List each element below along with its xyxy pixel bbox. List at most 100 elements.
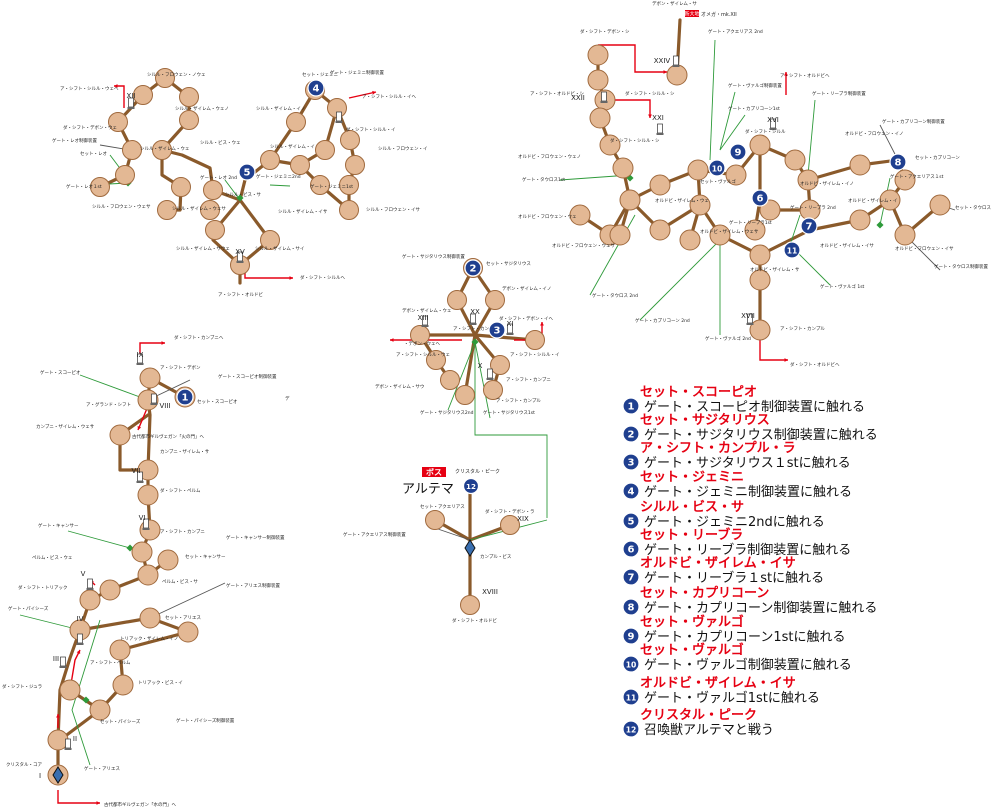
legend-description: ゲート・サジタリウス１stに触れる (644, 456, 851, 471)
map-node[interactable] (203, 180, 223, 200)
leader-line (719, 91, 736, 151)
map-node[interactable] (679, 229, 701, 251)
map-node[interactable] (179, 110, 199, 130)
map-node[interactable] (340, 130, 360, 150)
map-node[interactable] (589, 107, 611, 129)
map-node[interactable] (440, 370, 460, 390)
map-node[interactable] (929, 194, 951, 216)
map-node[interactable] (108, 112, 128, 132)
map-node[interactable] (725, 164, 747, 186)
step-badge-number: 2 (628, 429, 635, 440)
map-node[interactable] (569, 204, 591, 226)
map-node[interactable] (749, 269, 771, 291)
place-label: オルドビ・フロウェン・ウェノ (518, 153, 581, 160)
map-node[interactable] (59, 679, 81, 701)
map-node[interactable] (200, 200, 220, 220)
map-node[interactable] (599, 134, 621, 156)
map-node[interactable] (179, 87, 199, 107)
map-node[interactable] (797, 169, 819, 191)
map-node[interactable] (649, 174, 671, 196)
map-node[interactable] (587, 69, 609, 91)
map-node[interactable] (99, 579, 121, 601)
map-node[interactable] (425, 510, 445, 530)
map-node[interactable] (133, 85, 153, 105)
map-node[interactable] (205, 220, 225, 240)
arrow-icon (76, 650, 81, 654)
map-node[interactable] (131, 541, 153, 563)
map-node[interactable] (139, 367, 161, 389)
map-node[interactable] (47, 729, 69, 751)
map-node[interactable] (447, 290, 467, 310)
map-node[interactable] (749, 134, 771, 156)
place-label: ゲート・レオ１st (66, 183, 102, 190)
place-label: クリスタル・コア (6, 761, 42, 768)
map-node[interactable] (849, 209, 871, 231)
map-node[interactable] (849, 154, 871, 176)
map-node[interactable] (619, 189, 641, 211)
map-node[interactable] (666, 64, 688, 86)
map-node[interactable] (157, 549, 179, 571)
map-node[interactable] (339, 200, 359, 220)
map-path (56, 573, 150, 777)
map-node[interactable] (525, 330, 545, 350)
map-node[interactable] (689, 194, 711, 216)
map-node[interactable] (109, 639, 131, 661)
map-node[interactable] (260, 230, 280, 250)
place-label: カンブニ・ザイレム・サ (160, 448, 210, 455)
map-node[interactable] (112, 674, 134, 696)
step-badge (751, 189, 769, 207)
map-node[interactable] (426, 350, 446, 370)
map-node[interactable] (157, 200, 177, 220)
arrow-icon (372, 90, 376, 95)
map-node[interactable] (155, 68, 175, 88)
place-label: オルドビ・ザイレム・イ (848, 197, 897, 204)
map-node[interactable] (137, 459, 159, 481)
map-node[interactable] (649, 219, 671, 241)
map-node[interactable] (749, 319, 771, 341)
map-node[interactable] (139, 607, 161, 629)
map-node[interactable] (460, 595, 480, 615)
map-node[interactable] (315, 140, 335, 160)
map-node[interactable] (687, 159, 709, 181)
map-node[interactable] (345, 155, 365, 175)
map-node[interactable] (759, 199, 781, 221)
place-label: ダ・シフト・シルル・シ (625, 90, 675, 97)
map-node[interactable] (490, 355, 510, 375)
map-node[interactable] (290, 155, 310, 175)
step-badge-number: 6 (628, 544, 635, 555)
map-node[interactable] (609, 224, 631, 246)
map-node[interactable] (587, 44, 609, 66)
map-node[interactable] (310, 175, 330, 195)
map-node[interactable] (177, 621, 199, 643)
place-label: シルル・フロウェン・ノウェ (147, 71, 206, 78)
map-node[interactable] (122, 140, 142, 160)
map-node[interactable] (894, 169, 916, 191)
map-node[interactable] (152, 140, 172, 160)
pillar-icon (673, 55, 679, 66)
map-node[interactable] (115, 165, 135, 185)
map-node[interactable] (89, 699, 111, 721)
map-node[interactable] (260, 150, 280, 170)
map-node[interactable] (894, 224, 916, 246)
map-node[interactable] (879, 189, 901, 211)
map-node[interactable] (286, 112, 306, 132)
map-node[interactable] (109, 424, 131, 446)
map-node[interactable] (500, 515, 520, 535)
map-node[interactable] (137, 484, 159, 506)
map-node[interactable] (410, 325, 430, 345)
pillar-base (136, 481, 144, 483)
map-node[interactable] (612, 157, 634, 179)
map-node[interactable] (137, 564, 159, 586)
map-node[interactable] (171, 177, 191, 197)
map-node[interactable] (483, 380, 503, 400)
map-node[interactable] (784, 149, 806, 171)
map-node[interactable] (749, 244, 771, 266)
map-node[interactable] (744, 219, 766, 241)
map-node[interactable] (709, 224, 731, 246)
map-node[interactable] (455, 385, 475, 405)
map-node[interactable] (90, 177, 110, 197)
map-node[interactable] (339, 175, 359, 195)
map-node[interactable] (79, 589, 101, 611)
place-label: オルドビ・ザイレム・ウェ (655, 197, 709, 204)
map-node[interactable] (485, 290, 505, 310)
